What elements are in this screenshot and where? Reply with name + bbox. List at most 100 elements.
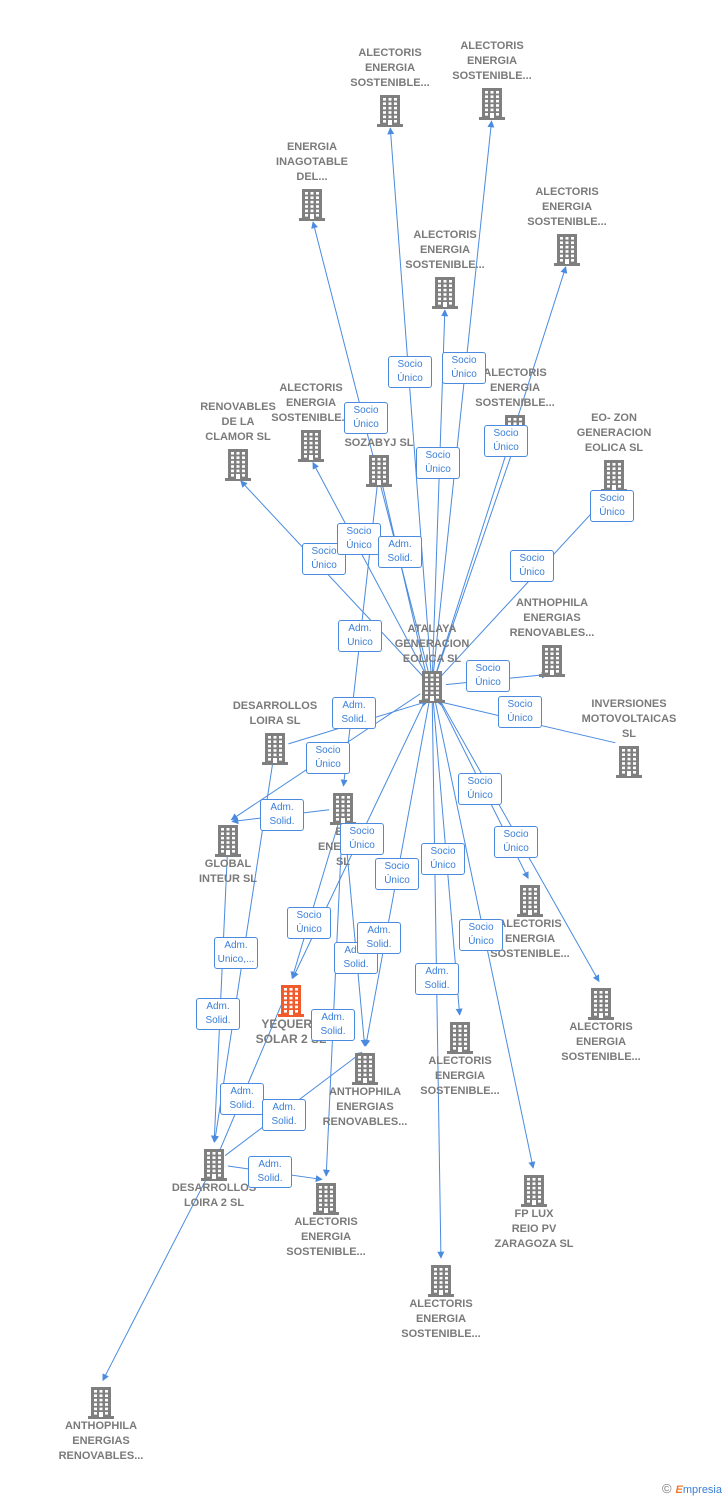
relation-badge[interactable]: Socio Único <box>484 425 528 457</box>
building-icon <box>588 988 614 1020</box>
edge-line <box>441 491 612 677</box>
relation-badge[interactable]: Socio Único <box>416 447 460 479</box>
company-node-alectoris6[interactable]: ALECTORIS ENERGIA SOSTENIBLE... <box>256 381 366 462</box>
company-node-yequera[interactable]: YEQUERA SOLAR 2 SL <box>236 981 346 1047</box>
building-icon <box>419 671 445 703</box>
company-node-renovables-clamor[interactable]: RENOVABLES DE LA CLAMOR SL <box>183 400 293 481</box>
relation-badge[interactable]: Socio Único <box>498 696 542 728</box>
company-node-desarrollos-loira[interactable]: DESARROLLOS LOIRA SL <box>220 699 330 765</box>
company-name: ALECTORIS ENERGIA SOSTENIBLE... <box>420 1055 500 1097</box>
company-name: INVERSIONES MOTOVOLTAICAS SL <box>581 698 677 740</box>
company-node-anthophila2[interactable]: ANTHOPHILA ENERGIAS RENOVABLES... <box>310 1049 420 1130</box>
edge-line <box>210 853 228 1143</box>
building-icon <box>479 88 505 120</box>
edge-line <box>240 480 423 677</box>
building-icon <box>432 277 458 309</box>
relation-badge[interactable]: Socio Único <box>466 660 510 692</box>
edge-line <box>322 821 343 1177</box>
relation-badge[interactable]: Socio Único <box>375 858 419 890</box>
company-node-alectoris11[interactable]: ALECTORIS ENERGIA SOSTENIBLE... <box>386 1261 496 1342</box>
company-node-desarrollos-loira2[interactable]: DESARROLLOS LOIRA 2 SL <box>159 1145 269 1211</box>
company-node-eo-zon[interactable]: EO- ZON GENERACION EOLICA SL <box>559 411 669 492</box>
building-icon <box>539 645 565 677</box>
relation-badge[interactable]: Adm. Solid. <box>415 963 459 995</box>
company-node-anthophila1[interactable]: ANTHOPHILA ENERGIAS RENOVABLES... <box>497 596 607 677</box>
building-icon <box>352 1053 378 1085</box>
building-icon <box>517 885 543 917</box>
relation-badge[interactable]: Adm. Solid. <box>334 942 378 974</box>
relation-badge[interactable]: Socio Único <box>421 843 465 875</box>
relation-badge[interactable]: Adm. Solid. <box>357 922 401 954</box>
company-node-alectoris5[interactable]: ALECTORIS ENERGIA SOSTENIBLE... <box>512 185 622 266</box>
relation-badge[interactable]: Socio Único <box>388 356 432 388</box>
company-node-alectoris9[interactable]: ALECTORIS ENERGIA SOSTENIBLE... <box>405 1018 515 1099</box>
building-icon <box>298 430 324 462</box>
relation-badge[interactable]: Socio Único <box>510 550 554 582</box>
company-name: RENOVABLES DE LA CLAMOR SL <box>200 401 276 443</box>
company-name: ANTHOPHILA ENERGIAS RENOVABLES... <box>322 1086 408 1128</box>
company-name: GLOBAL INTEUR SL <box>198 858 258 885</box>
edge-line <box>290 821 340 979</box>
relation-badge[interactable]: Socio Único <box>287 907 331 939</box>
relation-badge[interactable]: Adm. Solid. <box>311 1009 355 1041</box>
brand-footer[interactable]: ©Empresia <box>662 1481 722 1496</box>
relation-badge[interactable]: Socio Único <box>344 402 388 434</box>
relation-badge[interactable]: Socio Único <box>459 919 503 951</box>
company-name: FP LUX REIO PV ZARAGOZA SL <box>494 1208 574 1250</box>
edge-line <box>387 127 432 673</box>
building-icon <box>215 825 241 857</box>
relation-badge[interactable]: Adm. Solid. <box>220 1083 264 1115</box>
brand-initial: E <box>675 1484 683 1496</box>
company-name: ANTHOPHILA ENERGIAS RENOVABLES... <box>58 1420 144 1462</box>
company-name: ALECTORIS ENERGIA SOSTENIBLE... <box>561 1021 641 1063</box>
building-icon <box>616 746 642 778</box>
company-node-alectoris7[interactable]: ALECTORIS ENERGIA SOSTENIBLE... <box>475 881 585 962</box>
company-node-inversiones[interactable]: INVERSIONES MOTOVOLTAICAS SL <box>574 697 684 778</box>
company-node-energia-inagotable[interactable]: ENERGIA INAGOTABLE DEL... <box>257 140 367 221</box>
relation-badge[interactable]: Adm. Solid. <box>248 1156 292 1188</box>
relation-badge[interactable]: Adm. Solid. <box>260 799 304 831</box>
relation-badge[interactable]: Socio Único <box>337 523 381 555</box>
relation-badge[interactable]: Adm. Solid. <box>378 536 422 568</box>
building-icon <box>428 1265 454 1297</box>
company-name: ALECTORIS ENERGIA SOSTENIBLE... <box>401 1298 481 1340</box>
company-node-alectoris3[interactable]: ALECTORIS ENERGIA SOSTENIBLE... <box>390 228 500 309</box>
relation-badge[interactable]: Adm. Unico <box>338 620 382 652</box>
company-node-alectoris2[interactable]: ALECTORIS ENERGIA SOSTENIBLE... <box>437 39 547 120</box>
company-name: DESARROLLOS LOIRA 2 SL <box>171 1182 257 1209</box>
relation-badge[interactable]: Socio Único <box>494 826 538 858</box>
company-name: ALECTORIS ENERGIA SOSTENIBLE... <box>490 918 570 960</box>
relation-badge[interactable]: Socio Único <box>458 773 502 805</box>
edge-line <box>311 221 430 673</box>
company-name: ALECTORIS ENERGIA SOSTENIBLE... <box>350 47 430 89</box>
company-node-alectoris1[interactable]: ALECTORIS ENERGIA SOSTENIBLE... <box>335 46 445 127</box>
company-node-alectoris8[interactable]: ALECTORIS ENERGIA SOSTENIBLE... <box>546 984 656 1065</box>
building-icon <box>601 460 627 492</box>
copyright-icon: © <box>661 1481 672 1496</box>
building-icon <box>447 1022 473 1054</box>
edge-line <box>436 447 515 673</box>
relation-badge[interactable]: Socio Único <box>442 352 486 384</box>
relation-badge[interactable]: Socio Único <box>340 823 384 855</box>
building-icon <box>330 793 356 825</box>
company-name: ATALAYA GENERACION EOLICA SL <box>394 623 470 665</box>
company-name: SOZABYJ SL <box>344 437 414 449</box>
building-icon <box>521 1175 547 1207</box>
relation-badge[interactable]: Adm. Solid. <box>332 697 376 729</box>
brand-name: mpresia <box>682 1484 722 1496</box>
building-icon <box>366 455 392 487</box>
edge-line <box>312 461 426 674</box>
company-node-anthophila3[interactable]: ANTHOPHILA ENERGIAS RENOVABLES... <box>46 1383 156 1464</box>
relation-badge[interactable]: Adm. Solid. <box>196 998 240 1030</box>
company-name: ALECTORIS ENERGIA SOSTENIBLE... <box>475 367 555 409</box>
company-node-fp-lux[interactable]: FP LUX REIO PV ZARAGOZA SL <box>479 1171 589 1252</box>
relation-badge[interactable]: Adm. Unico,... <box>214 937 258 969</box>
company-node-atalaya[interactable]: ATALAYA GENERACION EOLICA SL <box>377 622 487 703</box>
relation-badge[interactable]: Adm. Solid. <box>262 1099 306 1131</box>
company-node-alectoris10[interactable]: ALECTORIS ENERGIA SOSTENIBLE... <box>271 1179 381 1260</box>
company-node-global-inteur[interactable]: GLOBAL INTEUR SL <box>173 821 283 887</box>
relation-badge[interactable]: Socio Único <box>590 490 634 522</box>
company-name: ALECTORIS ENERGIA SOSTENIBLE... <box>405 229 485 271</box>
relation-badge[interactable]: Socio Único <box>306 742 350 774</box>
company-node-sozabyj[interactable]: SOZABYJ SL <box>324 436 434 487</box>
